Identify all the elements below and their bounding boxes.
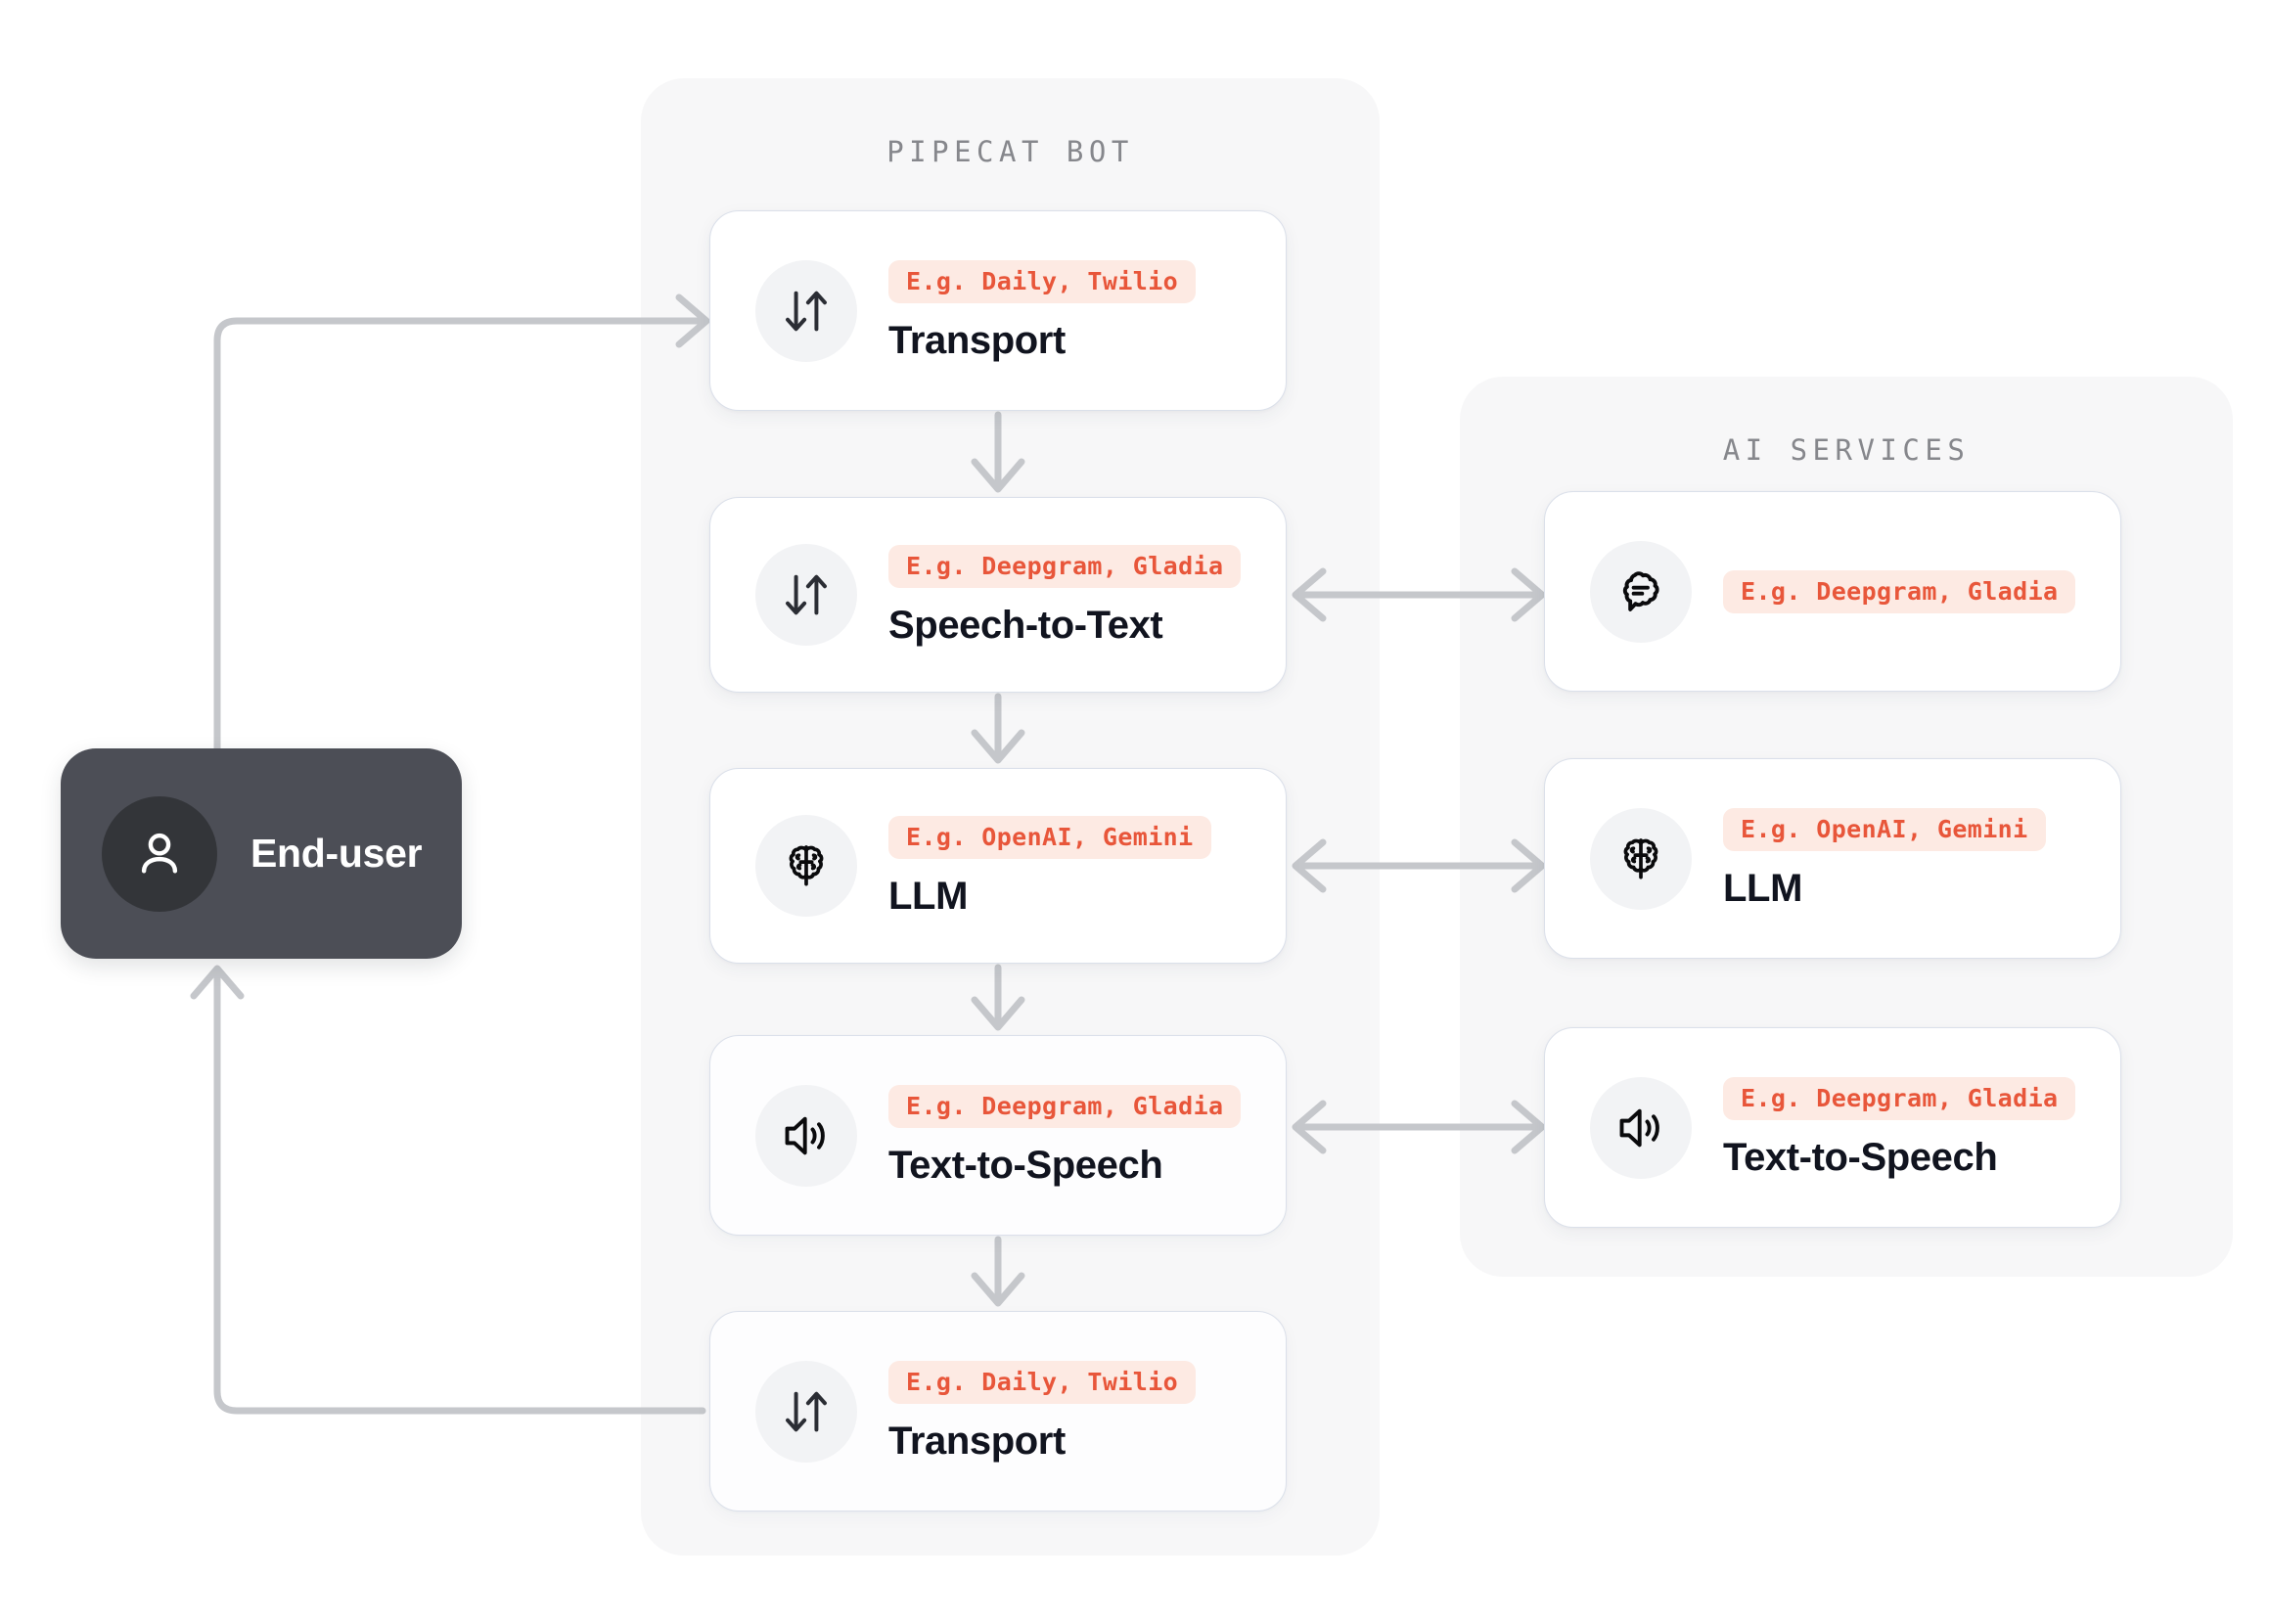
card-ai-llm-badge: E.g. OpenAI, Gemini	[1723, 808, 2046, 851]
card-ai-text-to-speech-badge: E.g. Deepgram, Gladia	[1723, 1077, 2076, 1120]
transport-arrows-icon	[755, 259, 857, 362]
card-text-to-speech-title: Text-to-Speech	[888, 1144, 1163, 1187]
speech-bubble-icon	[1590, 540, 1692, 643]
panel-pipecat-bot-title: PIPECAT BOT	[886, 135, 1134, 168]
card-transport-out-badge: E.g. Daily, Twilio	[888, 1361, 1197, 1404]
card-speech-to-text-body: E.g. Deepgram, Gladia Speech-to-Text	[888, 544, 1242, 647]
card-text-to-speech-badge: E.g. Deepgram, Gladia	[888, 1085, 1242, 1128]
card-text-to-speech-body: E.g. Deepgram, Gladia Text-to-Speech	[888, 1085, 1242, 1187]
person-icon	[102, 795, 217, 912]
card-transport-in[interactable]: E.g. Daily, Twilio Transport	[709, 210, 1287, 411]
card-ai-llm-body: E.g. OpenAI, Gemini LLM	[1723, 808, 2046, 909]
panel-ai-services-title: AI SERVICES	[1722, 433, 1971, 467]
card-speech-to-text-title: Speech-to-Text	[888, 603, 1163, 647]
card-transport-in-title: Transport	[888, 319, 1066, 362]
card-ai-speech-to-text[interactable]: E.g. Deepgram, Gladia	[1544, 491, 2121, 692]
card-ai-speech-to-text-badge: E.g. Deepgram, Gladia	[1723, 569, 2076, 613]
card-text-to-speech[interactable]: E.g. Deepgram, Gladia Text-to-Speech	[709, 1035, 1287, 1236]
card-ai-text-to-speech-body: E.g. Deepgram, Gladia Text-to-Speech	[1723, 1077, 2076, 1179]
speaker-icon	[755, 1084, 857, 1187]
card-transport-out-body: E.g. Daily, Twilio Transport	[888, 1361, 1197, 1463]
card-transport-in-badge: E.g. Daily, Twilio	[888, 260, 1197, 303]
card-transport-out-title: Transport	[888, 1420, 1066, 1463]
card-transport-out[interactable]: E.g. Daily, Twilio Transport	[709, 1311, 1287, 1511]
end-user-node[interactable]: End-user	[61, 748, 462, 959]
brain-icon	[755, 815, 857, 917]
card-llm-badge: E.g. OpenAI, Gemini	[888, 815, 1211, 859]
connector-end-user-to-transport-in	[213, 293, 710, 757]
card-ai-text-to-speech-title: Text-to-Speech	[1723, 1136, 1998, 1179]
card-llm-body: E.g. OpenAI, Gemini LLM	[888, 815, 1211, 918]
brain-icon	[1590, 807, 1692, 910]
card-ai-llm[interactable]: E.g. OpenAI, Gemini LLM	[1544, 758, 2121, 959]
card-transport-in-body: E.g. Daily, Twilio Transport	[888, 260, 1197, 362]
transport-arrows-icon	[755, 1360, 857, 1463]
card-llm-title: LLM	[888, 874, 968, 918]
card-ai-llm-title: LLM	[1723, 867, 1802, 910]
connector-transport-out-to-end-user	[190, 965, 706, 1415]
card-speech-to-text-badge: E.g. Deepgram, Gladia	[888, 544, 1242, 588]
transport-arrows-icon	[755, 544, 857, 646]
card-ai-speech-to-text-body: E.g. Deepgram, Gladia	[1723, 569, 2076, 613]
card-llm[interactable]: E.g. OpenAI, Gemini LLM	[709, 768, 1287, 964]
speaker-icon	[1590, 1076, 1692, 1179]
card-speech-to-text[interactable]: E.g. Deepgram, Gladia Speech-to-Text	[709, 497, 1287, 693]
end-user-label: End-user	[250, 831, 423, 876]
card-ai-text-to-speech[interactable]: E.g. Deepgram, Gladia Text-to-Speech	[1544, 1027, 2121, 1228]
